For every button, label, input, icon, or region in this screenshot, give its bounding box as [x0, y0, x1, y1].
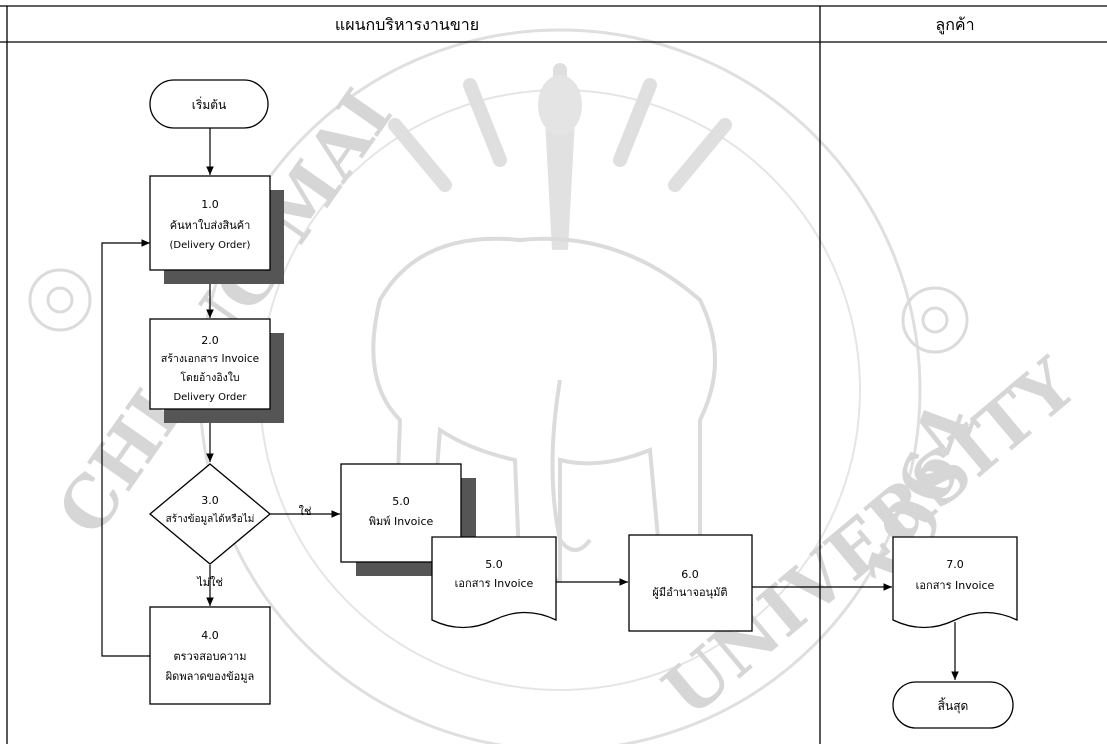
- process-5-print: 5.0 พิมพ์ Invoice: [340, 463, 476, 576]
- start-terminator: เริ่มต้น: [149, 79, 269, 129]
- document-7-invoice: 7.0 เอกสาร Invoice: [892, 536, 1018, 629]
- svg-text:(Delivery Order): (Delivery Order): [170, 240, 251, 251]
- svg-text:โดยอ้างอิงใบ: โดยอ้างอิงใบ: [180, 371, 239, 384]
- svg-text:ตรวจสอบความ: ตรวจสอบความ: [174, 650, 247, 663]
- svg-text:เริ่มต้น: เริ่มต้น: [192, 96, 226, 112]
- svg-text:ผู้มีอำนาจอนุมัติ: ผู้มีอำนาจอนุมัติ: [652, 586, 727, 599]
- svg-text:สร้างข้อมูลได้หรือไม่: สร้างข้อมูลได้หรือไม่: [166, 513, 255, 525]
- svg-text:เอกสาร Invoice: เอกสาร Invoice: [455, 577, 534, 590]
- edge-label-yes: ใช่: [299, 505, 312, 518]
- svg-text:7.0: 7.0: [946, 558, 964, 571]
- svg-text:สิ้นสุด: สิ้นสุด: [938, 697, 969, 714]
- svg-text:ค้นหาใบส่งสินค้า: ค้นหาใบส่งสินค้า: [170, 219, 251, 232]
- swimlane-frame: [0, 5, 1107, 744]
- connectors: [101, 128, 959, 680]
- end-terminator: สิ้นสุด: [892, 681, 1014, 729]
- svg-text:Delivery Order: Delivery Order: [173, 392, 247, 403]
- svg-text:เอกสาร Invoice: เอกสาร Invoice: [916, 579, 995, 592]
- svg-text:3.0: 3.0: [201, 494, 219, 507]
- svg-text:ผิดพลาดของข้อมูล: ผิดพลาดของข้อมูล: [165, 670, 254, 683]
- document-5-invoice: 5.0 เอกสาร Invoice: [431, 536, 557, 629]
- lane-title-customer: ลูกค้า: [935, 15, 974, 35]
- edge-label-no: ไม่ใช่: [196, 576, 223, 589]
- svg-text:4.0: 4.0: [201, 629, 219, 642]
- process-2: 2.0 สร้างเอกสาร Invoice โดยอ้างอิงใบ Del…: [149, 318, 284, 423]
- svg-text:5.0: 5.0: [392, 495, 410, 508]
- process-4: 4.0 ตรวจสอบความ ผิดพลาดของข้อมูล: [149, 606, 271, 705]
- process-1: 1.0 ค้นหาใบส่งสินค้า (Delivery Order): [149, 175, 284, 284]
- lane-title-sales: แผนกบริหารงานขาย: [335, 15, 479, 34]
- svg-text:พิมพ์ Invoice: พิมพ์ Invoice: [369, 515, 434, 528]
- svg-text:5.0: 5.0: [485, 558, 503, 571]
- svg-text:1.0: 1.0: [201, 198, 219, 211]
- svg-text:2.0: 2.0: [201, 334, 219, 347]
- decision-3: 3.0 สร้างข้อมูลได้หรือไม่: [148, 463, 272, 565]
- svg-text:สร้างเอกสาร Invoice: สร้างเอกสาร Invoice: [161, 353, 259, 365]
- process-6-approval: 6.0 ผู้มีอำนาจอนุมัติ: [628, 534, 753, 632]
- svg-text:6.0: 6.0: [681, 568, 699, 581]
